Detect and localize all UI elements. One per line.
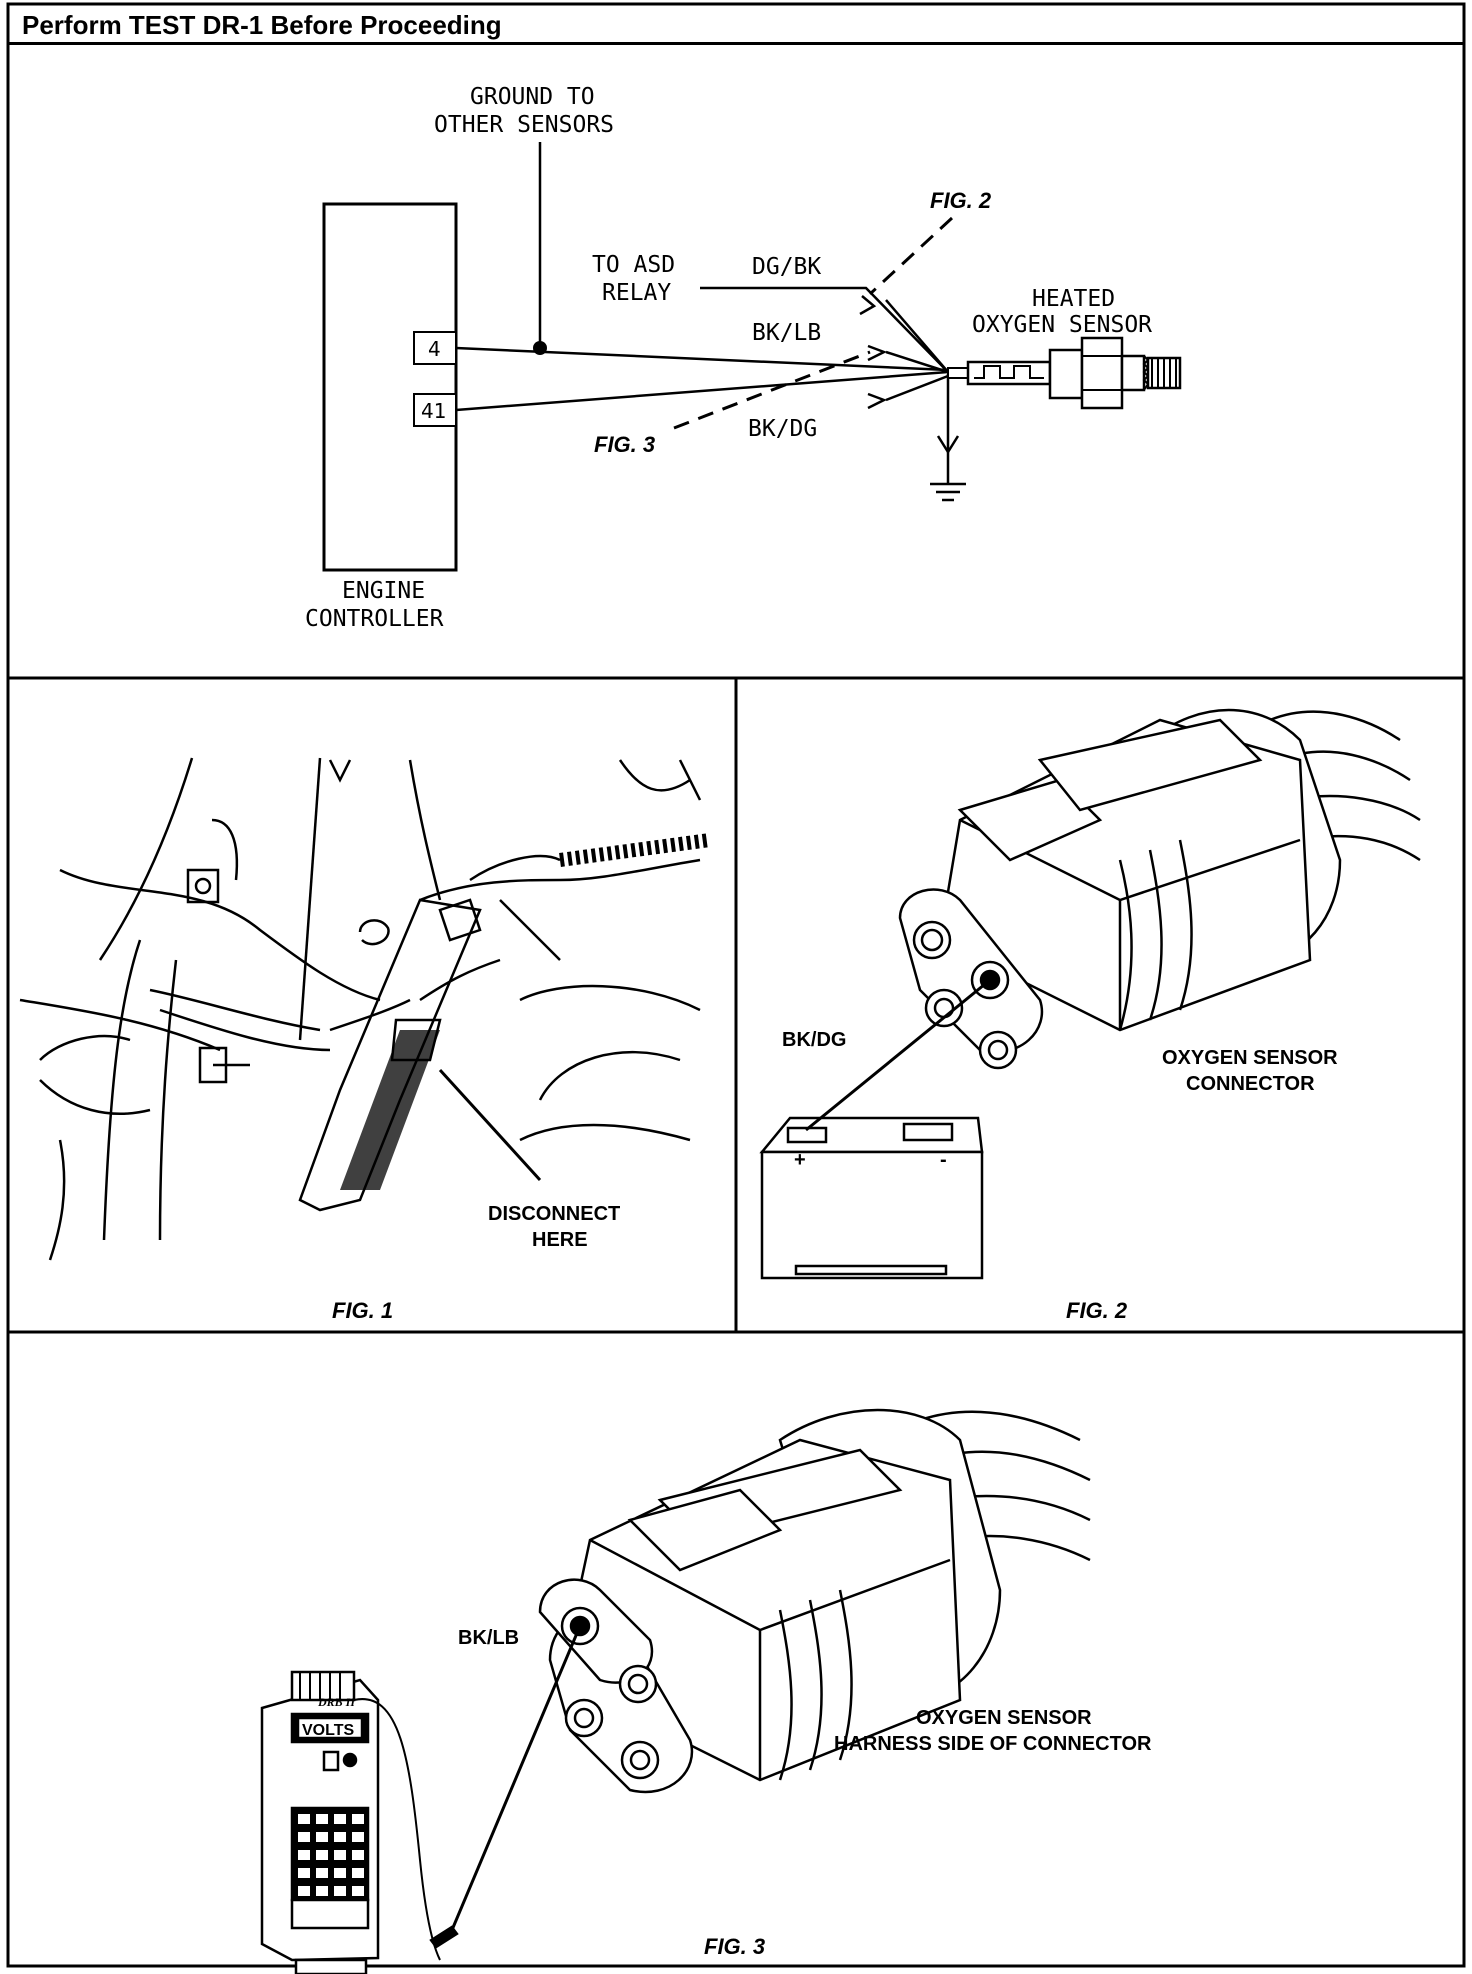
engine-controller-box [322,202,458,572]
pin-41-box [413,393,457,427]
fig2-connector-label-2: CONNECTOR [1186,1073,1315,1095]
pin-41-label: 41 [421,399,446,423]
fig2-caption: FIG. 2 [1066,1298,1128,1323]
pin-4-label: 4 [428,337,441,361]
sensor-label-2: OXYGEN SENSOR [972,312,1152,338]
wire-bk-dg-lead [885,374,949,402]
battery-negative-mark: - [940,1149,947,1171]
wire-dg-bk [700,286,949,373]
fig3-probe-line [450,1625,582,1931]
arrow-bk-dg [867,392,888,410]
controller-label-1: ENGINE [342,578,425,604]
ground-label-2: OTHER SENSORS [434,112,614,138]
battery-positive-mark: + [794,1149,806,1171]
wire-bk-lb-lead [885,350,949,374]
fig1-callout-line-2: HERE [532,1229,588,1251]
oxygen-sensor-symbol [947,336,1182,410]
meter-probe-tip [429,1925,459,1949]
fig2-connector-label-1: OXYGEN SENSOR [1162,1047,1338,1069]
ground-label-1: GROUND TO [470,84,595,110]
fig3-connector [538,1408,1091,1794]
outer-frame [6,2,1466,1968]
fig2-connector [898,708,1421,1070]
fig1-caption: FIG. 1 [332,1298,393,1323]
meter-brand: DRB II [317,1695,356,1709]
page-title: Perform TEST DR-1 Before Proceeding [22,10,502,40]
meter-display-label: VOLTS [302,1722,354,1739]
fig3-connector-label-1: OXYGEN SENSOR [916,1707,1092,1729]
fig2-battery [759,1116,984,1280]
asd-label-2: RELAY [602,280,671,306]
fig2-callout-line [868,216,954,296]
fig2-wire-label: BK/DG [782,1029,846,1051]
fig3-connector-label-2: HARNESS SIDE OF CONNECTOR [834,1733,1152,1755]
sensor-label-1: HEATED [1032,286,1115,312]
arrow-dg-bk [859,295,877,316]
wire-label-bk-lb: BK/LB [752,320,821,346]
wire-bk-lb [455,346,949,372]
fig3-keypad [298,1814,364,1896]
fig2-reference: FIG. 2 [930,188,992,213]
fig3-callout-line [673,350,871,430]
wire-bk-dg [455,370,949,412]
ground-arrow [936,435,960,455]
wire-label-bk-dg: BK/DG [748,416,817,442]
fig3-caption: FIG. 3 [704,1934,765,1959]
arrow-bk-lb [867,344,888,362]
meter-probe-lead [353,1698,441,1961]
header-bar: Perform TEST DR-1 Before Proceeding [8,4,1464,45]
fig3-wire-label: BK/LB [458,1627,519,1649]
asd-label-1: TO ASD [592,252,675,278]
wire-dg-bk-lead [885,299,949,373]
wiring-schematic: 4 41 ENGINE CONTROLLER GROUND TO OTHER S… [305,84,1182,632]
controller-label-2: CONTROLLER [305,606,444,632]
fig1-callout-line-1: DISCONNECT [488,1203,620,1225]
wire-label-dg-bk: DG/BK [752,254,821,280]
fig2-jumper-lead [805,978,991,1132]
fig1-grip-texture [340,1030,440,1190]
fig3-reference: FIG. 3 [594,432,655,457]
